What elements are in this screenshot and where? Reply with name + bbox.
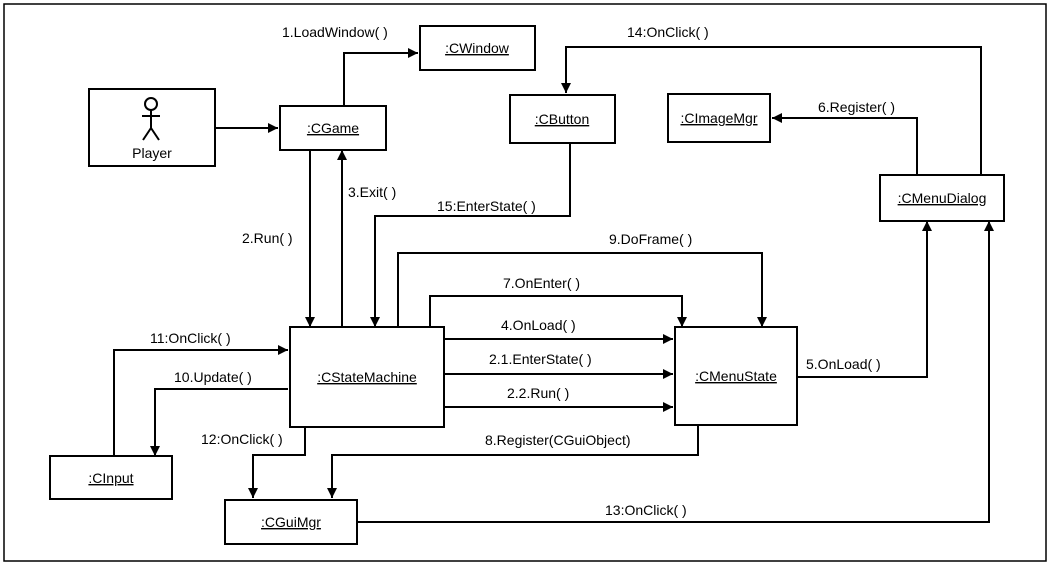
cgame-object: :CGame	[279, 105, 387, 151]
msg-9-doframe: 9.DoFrame( )	[609, 231, 692, 247]
player-label: Player	[132, 145, 172, 161]
msg-14-onclick: 14:OnClick( )	[627, 24, 709, 40]
cgame-label: :CGame	[307, 120, 359, 136]
cmenudialog-object: :CMenuDialog	[879, 174, 1005, 222]
cguimgr-object: :CGuiMgr	[224, 499, 358, 545]
msg-10-update: 10.Update( )	[174, 369, 252, 385]
loadwindow-link	[343, 48, 418, 106]
msg-6-register: 6.Register( )	[818, 99, 895, 115]
doframe-9-link	[397, 252, 767, 327]
cguimgr-label: :CGuiMgr	[261, 514, 321, 530]
cwindow-label: :CWindow	[445, 40, 510, 56]
msg-2-2-run: 2.2.Run( )	[507, 385, 569, 401]
msg-2-run: 2.Run( )	[242, 230, 293, 246]
player-actor: Player	[88, 88, 216, 167]
onclick-14-link	[561, 46, 982, 175]
cbutton-object: :CButton	[509, 94, 616, 144]
msg-1-loadwindow: 1.LoadWindow( )	[282, 24, 388, 40]
msg-3-exit: 3.Exit( )	[348, 184, 396, 200]
cmenustate-object: :CMenuState	[674, 326, 798, 426]
msg-12-onclick: 12:OnClick( )	[201, 431, 283, 447]
update-10-link	[150, 388, 288, 456]
cimagemgr-label: :CImageMgr	[680, 110, 757, 126]
register-6-link	[772, 113, 918, 175]
cstatemachine-object: :CStateMachine	[289, 326, 445, 428]
onclick-13-link	[357, 221, 994, 523]
msg-5-onload: 5.OnLoad( )	[806, 356, 881, 372]
cbutton-label: :CButton	[535, 111, 589, 127]
stick-figure-icon	[142, 97, 160, 141]
cwindow-object: :CWindow	[419, 25, 536, 71]
onclick-11-link	[113, 345, 288, 456]
onload-5-link	[797, 221, 932, 378]
cimagemgr-object: :CImageMgr	[667, 93, 771, 143]
cinput-object: :CInput	[49, 455, 173, 500]
cmenudialog-label: :CMenuDialog	[898, 190, 987, 206]
cinput-label: :CInput	[88, 470, 133, 486]
enterstate-15-link	[370, 143, 571, 327]
onenter-7-link	[429, 295, 687, 327]
msg-11-onclick: 11:OnClick( )	[150, 330, 231, 346]
msg-15-enterstate: 15:EnterState( )	[437, 198, 536, 214]
msg-7-onenter: 7.OnEnter( )	[503, 275, 580, 291]
register-8-link	[327, 425, 699, 498]
cmenustate-label: :CMenuState	[695, 368, 777, 384]
msg-2-1-enterstate: 2.1.EnterState( )	[489, 351, 592, 367]
msg-13-onclick: 13:OnClick( )	[605, 502, 687, 518]
msg-4-onload: 4.OnLoad( )	[501, 317, 576, 333]
cstatemachine-label: :CStateMachine	[317, 369, 417, 385]
onclick-12-link	[248, 427, 306, 498]
msg-8-register: 8.Register(CGuiObject)	[485, 432, 631, 448]
